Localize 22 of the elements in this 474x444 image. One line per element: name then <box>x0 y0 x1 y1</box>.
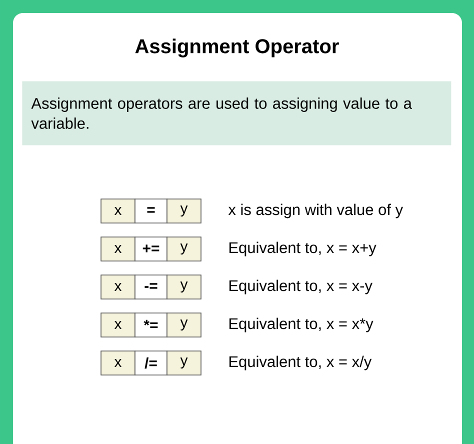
operand-cell: x <box>100 274 136 300</box>
operand-cell: x <box>100 198 136 224</box>
operand-cell: y <box>166 236 202 262</box>
operand-cell: y <box>166 312 202 338</box>
operator-cell: = <box>134 198 168 224</box>
description-text: Equivalent to, x = x/y <box>229 356 372 370</box>
operand-cell: y <box>166 198 202 224</box>
operand-cell: x <box>100 312 136 338</box>
operator-cell: *= <box>134 312 168 338</box>
operand-cell: x <box>100 350 136 376</box>
operand-cell: y <box>166 274 202 300</box>
description-box: Assignment operators are used to assigning value to a variable. <box>22 81 452 146</box>
operator-cell: -= <box>134 274 168 300</box>
title: Assignment Operator <box>135 38 339 58</box>
description-text: Equivalent to, x = x-y <box>229 280 372 294</box>
operand-cell: x <box>100 236 136 262</box>
description-text: Equivalent to, x = x+y <box>229 242 376 256</box>
operator-cell: += <box>134 236 168 262</box>
operand-cell: y <box>166 350 202 376</box>
description-text: Equivalent to, x = x*y <box>229 318 374 332</box>
description-text: x is assign with value of y <box>228 204 403 218</box>
operator-cell: /= <box>134 350 168 376</box>
